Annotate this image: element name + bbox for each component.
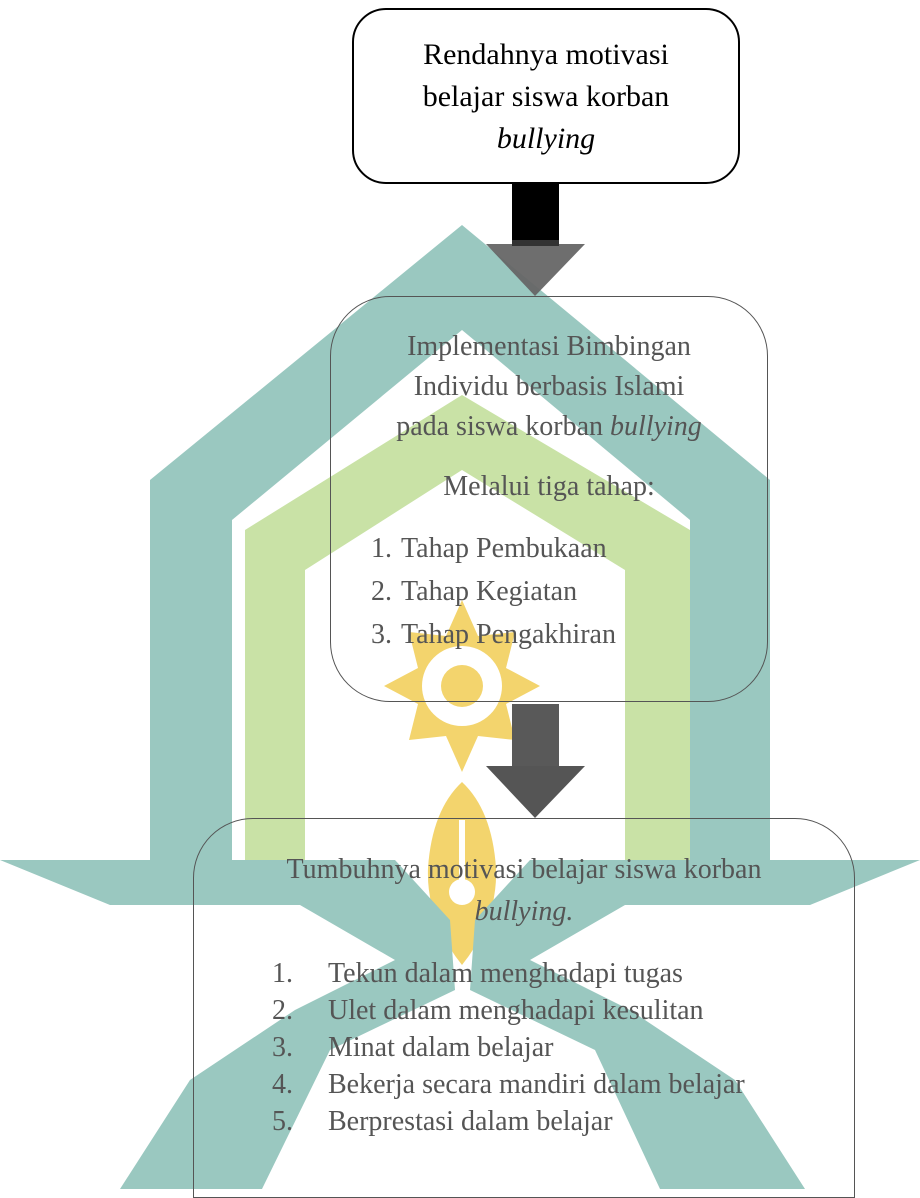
outcome-item: 1. Tekun dalam menghadapi tugas: [272, 955, 854, 992]
stage-item: 1. Tahap Pembukaan: [371, 527, 767, 570]
problem-line-2: belajar siswa korban: [422, 80, 670, 113]
outcome-title: Tumbuhnya motivasi belajar siswa korban …: [194, 819, 854, 933]
watermark-book-right: [470, 860, 920, 1189]
stage-number: 2.: [371, 576, 392, 607]
stages-heading: Melalui tiga tahap:: [443, 471, 655, 502]
outcome-list: 1. Tekun dalam menghadapi tugas 2. Ulet da…: [272, 955, 854, 1140]
stages-list: 1. Tahap Pembukaan 2. Tahap Kegiatan 3. Tah…: [371, 527, 767, 656]
implementation-line-3-prefix: pada siswa korban: [396, 411, 611, 442]
problem-box: Rendahnya motivasi belajar siswa korban …: [352, 8, 740, 184]
outcome-number: 4.: [272, 1069, 293, 1100]
stage-item: 2. Tahap Kegiatan: [371, 570, 767, 613]
outcome-line-1: Tumbuhnya motivasi belajar siswa korban: [286, 854, 762, 885]
watermark-arch-outer: [150, 225, 770, 880]
problem-line-1: Rendahnya motivasi: [423, 38, 669, 71]
implementation-line-1: Implementasi Bimbingan: [407, 331, 691, 362]
stage-text: Tahap Pengakhiran: [401, 619, 616, 650]
implementation-line-3-italic: bullying: [610, 411, 702, 442]
outcome-number: 5.: [272, 1106, 293, 1137]
implementation-box: Implementasi Bimbingan Individu berbasis…: [330, 296, 768, 702]
outcome-item: 3. Minat dalam belajar: [272, 1029, 854, 1066]
outcome-number: 3.: [272, 1032, 293, 1063]
outcome-text: Ulet dalam menghadapi kesulitan: [328, 995, 704, 1026]
outcome-item: 2. Ulet dalam menghadapi kesulitan: [272, 992, 854, 1029]
outcome-text: Berprestasi dalam belajar: [328, 1106, 613, 1137]
implementation-line-2: Individu berbasis Islami: [413, 371, 685, 402]
outcome-text: Tekun dalam menghadapi tugas: [328, 958, 683, 989]
watermark-book-left: [0, 860, 455, 1189]
outcome-number: 1.: [272, 958, 293, 989]
stage-text: Tahap Kegiatan: [401, 576, 578, 607]
implementation-title: Implementasi Bimbingan Individu berbasis…: [331, 297, 767, 447]
implementation-line-3: pada siswa korban bullying: [331, 407, 767, 447]
outcome-text: Minat dalam belajar: [328, 1032, 554, 1063]
outcome-number: 2.: [272, 995, 293, 1026]
outcome-box: Tumbuhnya motivasi belajar siswa korban …: [193, 818, 855, 1198]
outcome-item: 4. Bekerja secara mandiri dalam belajar: [272, 1066, 854, 1103]
problem-line-3: bullying: [496, 122, 596, 155]
stage-item: 3. Tahap Pengakhiran: [371, 613, 767, 656]
outcome-text: Bekerja secara mandiri dalam belajar: [328, 1069, 745, 1100]
stage-text: Tahap Pembukaan: [401, 533, 607, 564]
stage-number: 3.: [371, 619, 392, 650]
watermark-star-icon: [384, 600, 540, 772]
stage-number: 1.: [371, 533, 392, 564]
outcome-line-2: bullying.: [474, 896, 574, 927]
watermark-arch-inner: [245, 395, 690, 880]
outcome-item: 5. Berprestasi dalam belajar: [272, 1103, 854, 1140]
